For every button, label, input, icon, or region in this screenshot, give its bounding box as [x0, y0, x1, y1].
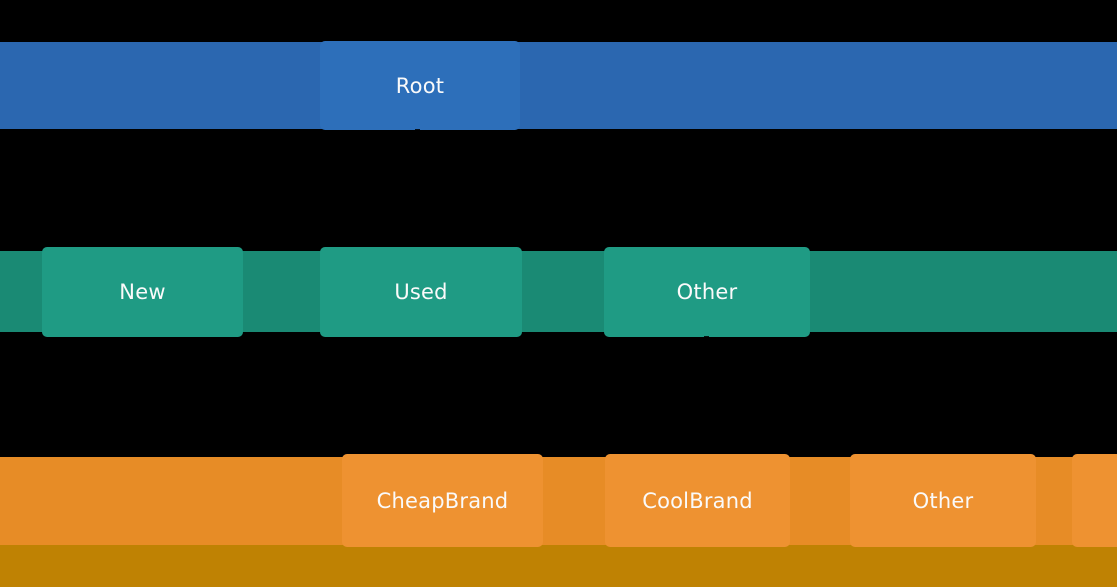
node-other-condition[interactable]: Other [604, 247, 810, 337]
node-used-label: Used [394, 280, 448, 304]
node-coolbrand[interactable]: CoolBrand [605, 454, 790, 547]
connector-stub-other-condition [704, 336, 709, 341]
node-coolbrand-label: CoolBrand [642, 488, 753, 513]
node-used[interactable]: Used [320, 247, 522, 337]
node-other-brand-label: Other [912, 488, 974, 513]
node-cheapbrand[interactable]: CheapBrand [342, 454, 543, 547]
node-other-condition-label: Other [676, 280, 738, 304]
node-new-label: New [119, 280, 166, 304]
footer-strip [0, 545, 1117, 587]
connector-stub-root [415, 129, 420, 133]
node-root[interactable]: Root [320, 41, 520, 130]
node-unlabeled-clipped[interactable] [1072, 454, 1117, 547]
node-cheapbrand-label: CheapBrand [376, 488, 509, 513]
node-other-brand[interactable]: Other [850, 454, 1036, 547]
node-new[interactable]: New [42, 247, 243, 337]
level-bar-0 [0, 42, 1117, 129]
node-root-label: Root [395, 73, 445, 98]
